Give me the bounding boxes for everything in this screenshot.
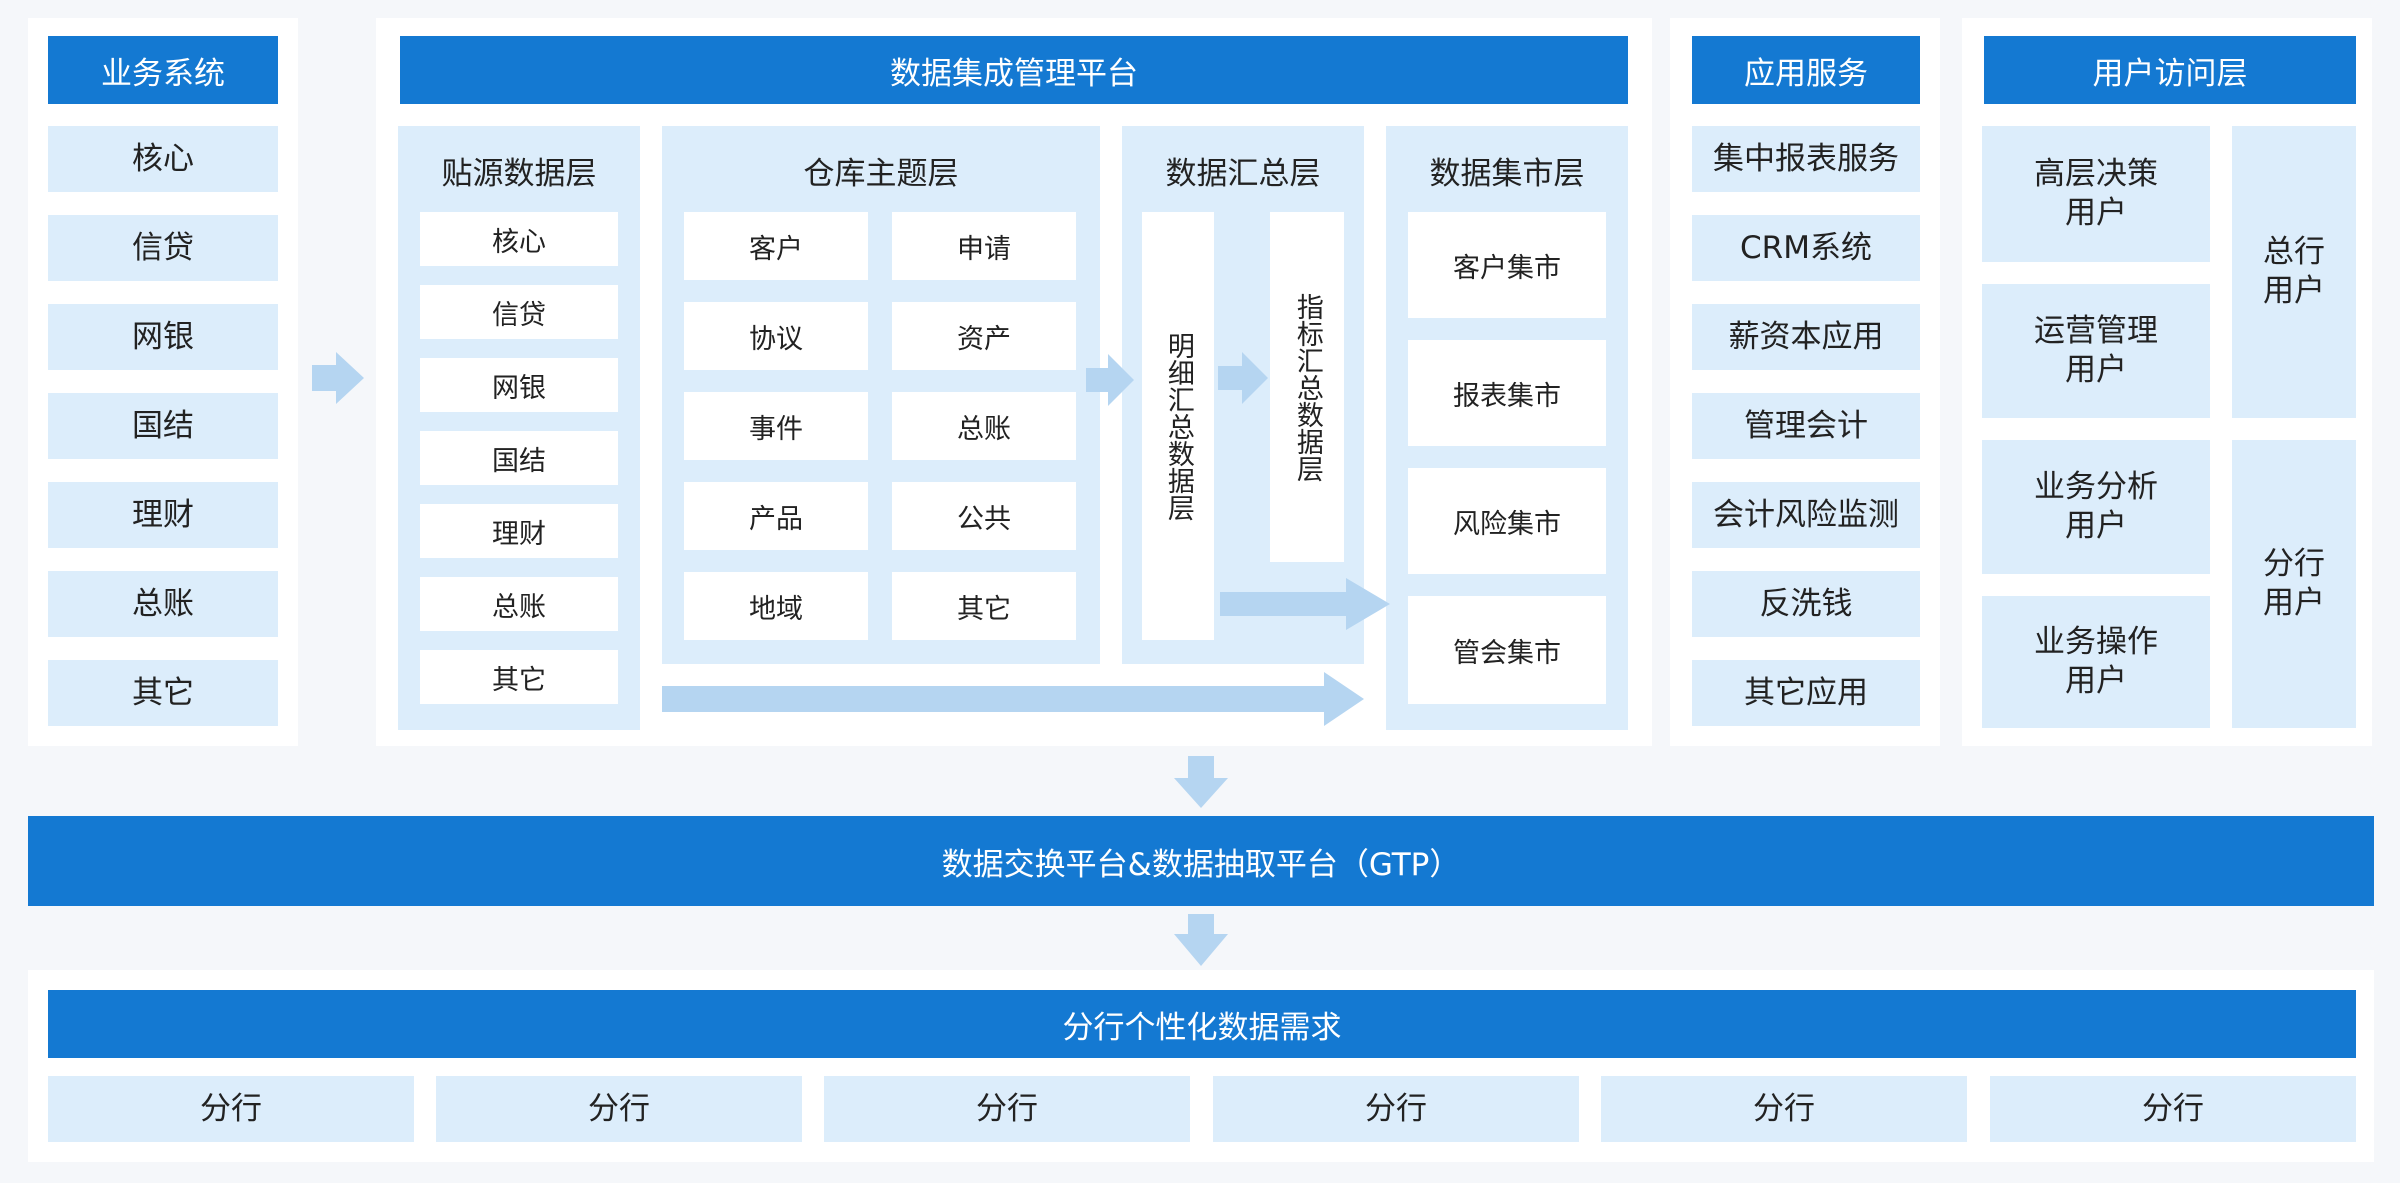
arrow-business-to-platform bbox=[312, 352, 364, 404]
warehouse-item-customer: 客户 bbox=[684, 212, 868, 280]
warehouse-item-region: 地域 bbox=[684, 572, 868, 640]
source-item-other: 其它 bbox=[420, 650, 618, 704]
branch-item-5: 分行 bbox=[1601, 1076, 1967, 1142]
business-item-wealth: 理财 bbox=[48, 482, 278, 548]
access-item-analysis: 业务分析用户 bbox=[1982, 440, 2210, 574]
business-item-ebank: 网银 bbox=[48, 304, 278, 370]
mart-item-report: 报表集市 bbox=[1408, 340, 1606, 446]
warehouse-item-ledger: 总账 bbox=[892, 392, 1076, 460]
branch-item-1: 分行 bbox=[48, 1076, 414, 1142]
source-item-core: 核心 bbox=[420, 212, 618, 266]
source-item-credit: 信贷 bbox=[420, 285, 618, 339]
access-item-operations: 运营管理用户 bbox=[1982, 284, 2210, 418]
warehouse-layer-title: 仓库主题层 bbox=[803, 155, 959, 192]
mart-layer-title: 数据集市层 bbox=[1429, 155, 1585, 192]
access-item-branch: 分行用户 bbox=[2232, 440, 2356, 728]
service-item-aml: 反洗钱 bbox=[1692, 571, 1920, 637]
platform-header: 数据集成管理平台 bbox=[400, 36, 1628, 104]
business-item-ledger: 总账 bbox=[48, 571, 278, 637]
service-item-risk-monitoring: 会计风险监测 bbox=[1692, 482, 1920, 548]
service-item-management-accounting: 管理会计 bbox=[1692, 393, 1920, 459]
access-item-executive: 高层决策用户 bbox=[1982, 126, 2210, 262]
branch-item-6: 分行 bbox=[1990, 1076, 2356, 1142]
mart-item-management-accounting: 管会集市 bbox=[1408, 596, 1606, 704]
access-item-operator: 业务操作用户 bbox=[1982, 596, 2210, 728]
exchange-platform-bar: 数据交换平台&数据抽取平台（GTP） bbox=[28, 816, 2374, 906]
services-header: 应用服务 bbox=[1692, 36, 1920, 104]
branch-item-4: 分行 bbox=[1213, 1076, 1579, 1142]
warehouse-item-public: 公共 bbox=[892, 482, 1076, 550]
arrow-exchange-to-branch bbox=[1174, 914, 1228, 966]
branch-item-2: 分行 bbox=[436, 1076, 802, 1142]
source-item-intl-settlement: 国结 bbox=[420, 431, 618, 485]
service-item-capital: 薪资本应用 bbox=[1692, 304, 1920, 370]
warehouse-item-other: 其它 bbox=[892, 572, 1076, 640]
detail-summary-layer: 明细汇总数据层 bbox=[1142, 212, 1214, 640]
warehouse-item-application: 申请 bbox=[892, 212, 1076, 280]
service-item-other: 其它应用 bbox=[1692, 660, 1920, 726]
warehouse-item-asset: 资产 bbox=[892, 302, 1076, 370]
branch-item-3: 分行 bbox=[824, 1076, 1190, 1142]
source-item-wealth: 理财 bbox=[420, 504, 618, 558]
warehouse-item-agreement: 协议 bbox=[684, 302, 868, 370]
access-item-head-office: 总行用户 bbox=[2232, 126, 2356, 418]
service-item-report: 集中报表服务 bbox=[1692, 126, 1920, 192]
business-item-intl-settlement: 国结 bbox=[48, 393, 278, 459]
business-item-credit: 信贷 bbox=[48, 215, 278, 281]
source-item-ledger: 总账 bbox=[420, 577, 618, 631]
source-layer-title: 贴源数据层 bbox=[441, 155, 597, 192]
indicator-summary-layer: 指标汇总数据层 bbox=[1270, 212, 1344, 562]
business-item-other: 其它 bbox=[48, 660, 278, 726]
business-systems-header: 业务系统 bbox=[48, 36, 278, 104]
mart-item-customer: 客户集市 bbox=[1408, 212, 1606, 318]
branch-header: 分行个性化数据需求 bbox=[48, 990, 2356, 1058]
warehouse-item-product: 产品 bbox=[684, 482, 868, 550]
warehouse-item-event: 事件 bbox=[684, 392, 868, 460]
summary-layer-title: 数据汇总层 bbox=[1165, 155, 1321, 192]
access-header: 用户访问层 bbox=[1984, 36, 2356, 104]
arrow-platform-to-exchange bbox=[1174, 756, 1228, 808]
source-item-ebank: 网银 bbox=[420, 358, 618, 412]
business-item-core: 核心 bbox=[48, 126, 278, 192]
mart-item-risk: 风险集市 bbox=[1408, 468, 1606, 574]
service-item-crm: CRM系统 bbox=[1692, 215, 1920, 281]
